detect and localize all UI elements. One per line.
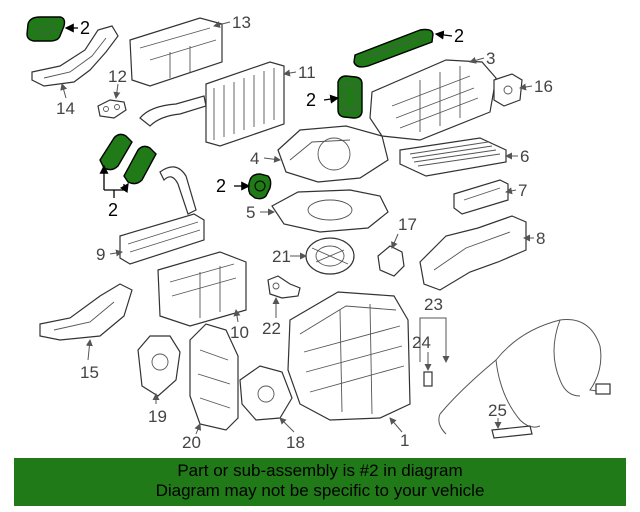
- part-2-center-seal[interactable]: [337, 75, 363, 119]
- callout-3: 3: [486, 49, 495, 68]
- part-8-duct[interactable]: [419, 215, 527, 291]
- notice-banner: Part or sub-assembly is #2 in diagram Di…: [14, 458, 626, 506]
- part-25-sensor[interactable]: [491, 425, 533, 439]
- callout-23: 23: [424, 295, 443, 314]
- part-7-bracket[interactable]: [453, 179, 509, 215]
- part-6-filter[interactable]: [399, 137, 507, 177]
- callout-1: 1: [400, 431, 409, 450]
- part-2-left-seal-b[interactable]: [123, 145, 157, 185]
- part-2-top-right-seal[interactable]: [353, 28, 434, 68]
- callout-5: 5: [246, 203, 255, 222]
- part-22-sensor[interactable]: [267, 275, 301, 299]
- part-17-resistor[interactable]: [377, 245, 405, 277]
- callout-19: 19: [148, 407, 167, 426]
- part-21-blower-motor[interactable]: [305, 237, 355, 275]
- callout-16: 16: [534, 77, 553, 96]
- callout-leaders: [60, 21, 534, 435]
- banner-line-disclaimer: Diagram may not be specific to your vehi…: [155, 481, 485, 500]
- callout-8: 8: [536, 229, 545, 248]
- callout-7: 7: [518, 181, 527, 200]
- part-2-small-seal[interactable]: [247, 173, 272, 200]
- callout-2-top-left: 2: [80, 18, 90, 38]
- part-4-housing[interactable]: [277, 125, 389, 183]
- part-23-wiring-harness[interactable]: [438, 319, 611, 435]
- part-10-case[interactable]: [157, 251, 247, 327]
- callout-6: 6: [520, 147, 529, 166]
- callout-17: 17: [398, 215, 417, 234]
- part-5-lower-housing[interactable]: [271, 189, 389, 233]
- callout-2-small-seal: 2: [216, 176, 226, 196]
- part-11-heater-core[interactable]: [139, 61, 285, 147]
- callout-24: 24: [412, 333, 431, 352]
- callout-14: 14: [56, 99, 75, 118]
- callout-20: 20: [182, 433, 201, 452]
- callout-18: 18: [286, 433, 305, 452]
- callout-9: 9: [96, 245, 105, 264]
- part-14-duct[interactable]: [31, 25, 119, 87]
- callout-25: 25: [488, 401, 507, 420]
- part-20-case-half[interactable]: [189, 323, 239, 431]
- callout-labels: 2 2 2 2 2 13 11 3 16 12 14 4 6 7 5 8 9 2…: [56, 13, 553, 452]
- callout-15: 15: [80, 363, 99, 382]
- callout-2-top-right: 2: [454, 26, 464, 46]
- banner-line-part: Part or sub-assembly is #2 in diagram: [177, 461, 463, 480]
- callout-4: 4: [250, 149, 259, 168]
- callout-2-center: 2: [306, 90, 316, 110]
- part-15-duct[interactable]: [39, 283, 133, 341]
- part-12-connector[interactable]: [97, 99, 127, 119]
- part-16-actuator[interactable]: [493, 73, 523, 107]
- part-2-top-left-seal[interactable]: [26, 16, 66, 42]
- part-13-frame[interactable]: [129, 17, 223, 87]
- part-19-actuator[interactable]: [137, 335, 181, 397]
- callout-2-left-pair: 2: [108, 200, 118, 220]
- callout-11: 11: [298, 63, 316, 82]
- part-2-left-seal-a[interactable]: [99, 133, 133, 171]
- part-3-case[interactable]: [369, 59, 497, 141]
- part-18-actuator[interactable]: [239, 365, 293, 421]
- part-9-evaporator[interactable]: [119, 166, 205, 265]
- part-1-main-case[interactable]: [287, 291, 411, 421]
- callout-10: 10: [230, 323, 249, 342]
- callout-13: 13: [232, 13, 251, 32]
- callout-12: 12: [108, 67, 127, 86]
- callout-22: 22: [262, 319, 281, 338]
- callout-21: 21: [272, 247, 291, 266]
- part-24-sensor[interactable]: [423, 371, 433, 387]
- parts-diagram: 2 2 2 2 2 13 11 3 16 12 14 4 6 7 5 8 9 2…: [26, 13, 611, 452]
